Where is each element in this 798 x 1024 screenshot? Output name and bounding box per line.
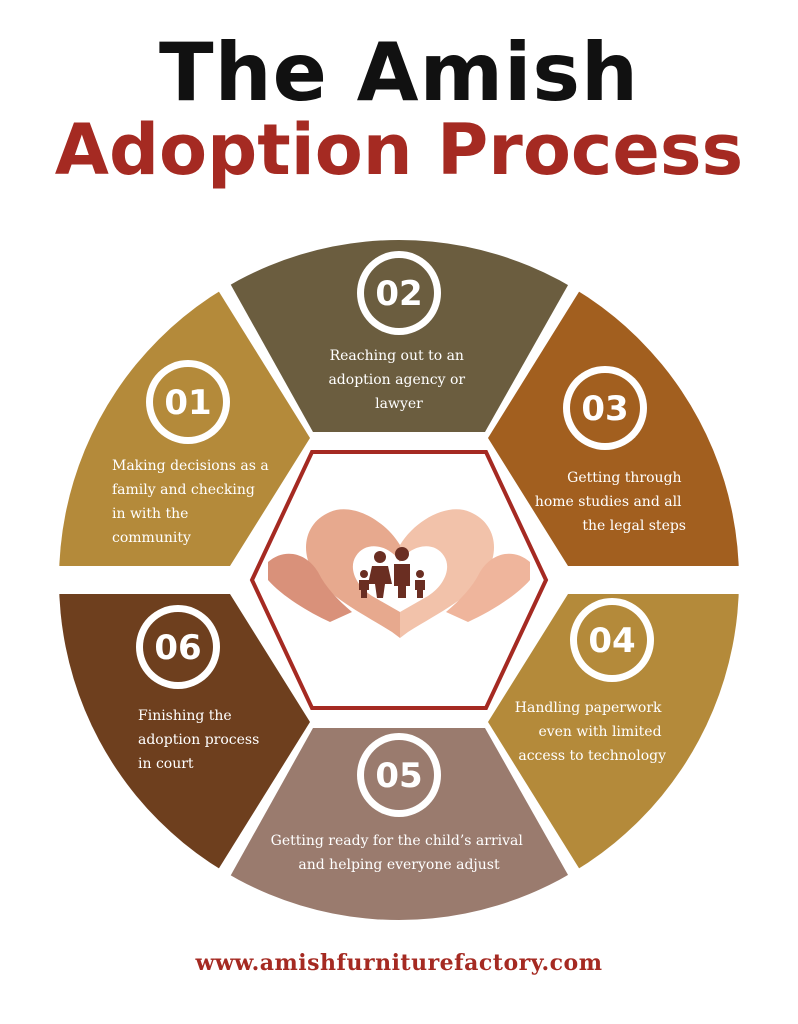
step-06-line-1: Finishing the bbox=[138, 708, 232, 724]
step-03-line-1: Getting through bbox=[567, 470, 681, 486]
step-text-03: Getting through home studies and all the… bbox=[535, 470, 686, 534]
website-url: www.amishfurniturefactory.com bbox=[195, 950, 603, 976]
step-number-04: 04 bbox=[588, 621, 635, 661]
segment-step-01 bbox=[59, 240, 310, 566]
step-number-06: 06 bbox=[154, 628, 201, 668]
step-02-line-2: adoption agency or bbox=[328, 372, 465, 388]
step-text-01: Making decisions as a family and checkin… bbox=[112, 458, 273, 546]
segment-step-05 bbox=[150, 728, 650, 920]
step-01-line-3: in with the bbox=[112, 506, 188, 522]
step-badge-05: 05 bbox=[357, 733, 441, 817]
step-number-03: 03 bbox=[581, 389, 628, 429]
step-05-line-2: and helping everyone adjust bbox=[298, 857, 500, 873]
step-text-06: Finishing the adoption process in court bbox=[138, 708, 264, 772]
step-04-line-1: Handling paperwork bbox=[515, 700, 662, 716]
step-01-line-4: community bbox=[112, 530, 191, 546]
step-badge-02: 02 bbox=[357, 251, 441, 335]
step-05-line-1: Getting ready for the child’s arrival bbox=[271, 833, 524, 849]
step-badge-06: 06 bbox=[136, 605, 220, 689]
page-title-line2: Adoption Process bbox=[54, 109, 744, 191]
step-01-line-1: Making decisions as a bbox=[112, 458, 269, 474]
step-06-line-2: adoption process bbox=[138, 732, 259, 748]
step-text-02: Reaching out to an adoption agency or la… bbox=[328, 348, 469, 412]
step-text-04: Handling paperwork even with limited acc… bbox=[515, 700, 666, 764]
step-01-line-2: family and checking bbox=[112, 482, 255, 498]
step-03-line-2: home studies and all bbox=[535, 494, 682, 510]
step-text-05: Getting ready for the child’s arrival an… bbox=[271, 833, 528, 873]
page-title-line1: The Amish bbox=[159, 26, 639, 119]
step-03-line-3: the legal steps bbox=[582, 518, 686, 534]
step-badge-01: 01 bbox=[146, 360, 230, 444]
step-06-line-3: in court bbox=[138, 756, 194, 772]
step-04-line-3: access to technology bbox=[518, 748, 666, 764]
step-number-05: 05 bbox=[375, 756, 422, 796]
step-number-01: 01 bbox=[164, 383, 211, 423]
step-02-line-3: lawyer bbox=[375, 396, 423, 412]
step-02-line-1: Reaching out to an bbox=[330, 348, 464, 364]
step-badge-03: 03 bbox=[563, 366, 647, 450]
step-04-line-2: even with limited bbox=[538, 724, 661, 740]
heart-hands-family-icon bbox=[268, 509, 530, 638]
step-badge-04: 04 bbox=[570, 598, 654, 682]
step-number-02: 02 bbox=[375, 274, 422, 314]
